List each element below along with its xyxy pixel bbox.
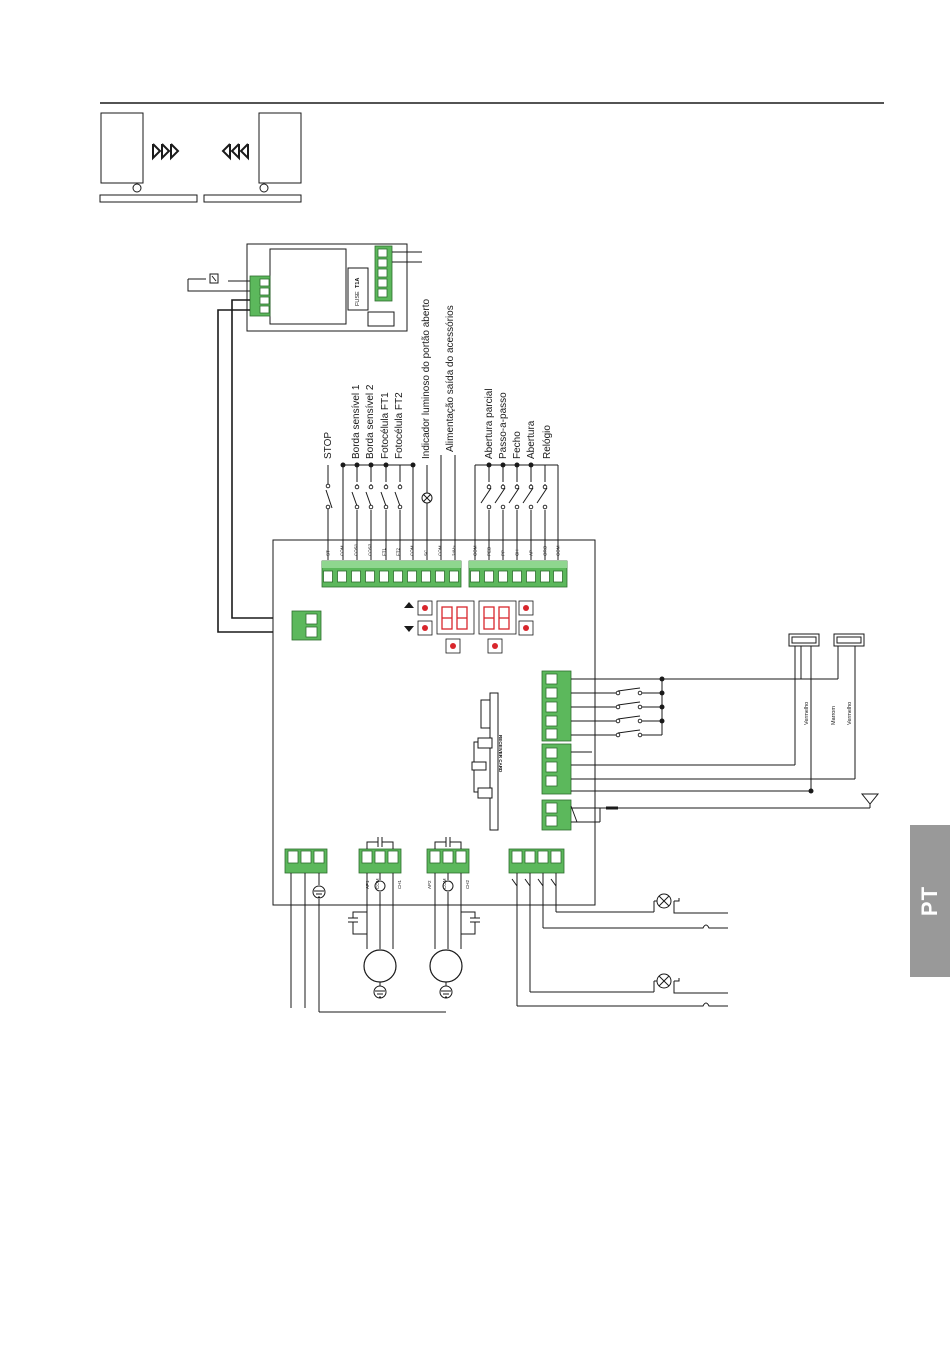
motor-terminal-label: COM	[442, 878, 447, 889]
terminal-cell	[498, 570, 508, 583]
motor-1-node	[374, 880, 386, 892]
receiver-card: RECEIVER CARD	[471, 692, 503, 831]
lamp-icon	[653, 973, 672, 992]
down-arrow-icon	[404, 626, 414, 632]
input-contacts	[327, 455, 559, 560]
motor-terminal-label: AP2	[427, 880, 432, 889]
lamp-icon	[653, 893, 672, 912]
power-board: FUSE T1A	[187, 243, 422, 332]
terminal-cell	[526, 570, 536, 583]
terminal-cell	[337, 570, 347, 583]
sliding-gates-icon	[99, 112, 302, 203]
terminal-cell	[553, 570, 563, 583]
receiver-label: RECEIVER CARD	[498, 735, 503, 773]
encoder-connector-2	[833, 633, 865, 647]
motor-terminal-label: CH1	[397, 880, 402, 889]
terminal-cell	[365, 570, 375, 583]
terminal-cell	[379, 570, 389, 583]
fuse-label: FUSE	[355, 291, 361, 306]
input-label: Passo-a-passo	[498, 392, 509, 459]
terminal-cell	[435, 570, 445, 583]
limit-switch-wiring	[571, 645, 870, 823]
transformer-output-terminal	[374, 245, 393, 302]
motor-icon	[363, 949, 397, 983]
terminal-cell	[351, 570, 361, 583]
lamp-icon	[421, 492, 433, 504]
motor-2-node	[442, 880, 454, 892]
antenna-cable	[570, 805, 618, 823]
input-label: Indicador luminoso do portão aberto	[421, 298, 432, 459]
terminal-label: 24V~	[452, 545, 457, 556]
input-label: Relógio	[542, 425, 553, 459]
encoder-connector-1	[788, 633, 820, 647]
terminal-label: FT2	[396, 548, 401, 556]
ground-icon	[373, 982, 387, 999]
terminal-cell	[393, 570, 403, 583]
wire-color-label: Marrom	[831, 706, 837, 725]
fuse-value: T1A	[355, 278, 361, 288]
ground-icon	[439, 982, 453, 999]
motor-2-wiring	[434, 873, 480, 949]
motor-terminal-label: AP1	[365, 880, 370, 889]
terminal-label: COM	[340, 545, 345, 556]
motor-1-wiring	[348, 873, 394, 949]
wire-color-label: Vermelho	[804, 702, 810, 725]
terminal-label: FT1	[382, 548, 387, 556]
mains-input-terminal	[249, 275, 271, 317]
board-power-input-terminal	[291, 610, 322, 641]
section-tab	[910, 825, 950, 977]
terminal-label: COM	[438, 545, 443, 556]
input-label: Fotocélula FT2	[394, 392, 405, 459]
control-board	[272, 539, 596, 906]
motor-terminal-label: CH2	[465, 880, 470, 889]
terminal-cell	[323, 570, 333, 583]
input-label: Abertura	[526, 420, 537, 459]
terminal-label: COM	[410, 545, 415, 556]
terminal-label: COS1	[354, 543, 359, 556]
wire-color-label: Vermelho	[847, 702, 853, 725]
terminal-label: SC	[424, 549, 429, 556]
ground-icon	[312, 885, 326, 899]
display-panel	[404, 600, 534, 654]
input-terminal-blocks	[321, 560, 568, 588]
switch-contacts	[615, 690, 643, 738]
up-arrow-icon	[404, 602, 414, 608]
limit-switch-terminals	[541, 670, 572, 831]
terminal-cell	[421, 570, 431, 583]
terminal-cell	[512, 570, 522, 583]
mains-plug-icon	[209, 273, 219, 284]
bottom-terminal-blocks	[284, 848, 565, 874]
contact-dots	[340, 462, 534, 468]
section-tab-text: PT	[917, 885, 942, 917]
input-label: STOP	[323, 432, 334, 459]
input-label: Borda sensível 1	[351, 384, 362, 459]
output-relay-wiring	[511, 873, 728, 1007]
terminal-cell	[484, 570, 494, 583]
input-label: Borda sensível 2	[365, 384, 376, 459]
terminal-cell	[407, 570, 417, 583]
switch-contact-dots	[659, 676, 814, 794]
motor-terminal-label: COM	[375, 878, 380, 889]
input-label: Abertura parcial	[484, 388, 495, 459]
input-label: Fotocélula FT1	[380, 392, 391, 459]
terminal-cell	[540, 570, 550, 583]
section-tab-label: PT	[910, 825, 950, 977]
input-label: Alimentação saída do acessórios	[445, 305, 456, 452]
terminal-cell	[470, 570, 480, 583]
antenna-icon	[860, 793, 880, 808]
terminal-cell	[449, 570, 459, 583]
terminal-label: COS2	[368, 543, 373, 556]
input-switches	[324, 482, 549, 512]
capacitor-icon	[366, 837, 462, 849]
input-label: Fecho	[512, 431, 523, 459]
motor-icon	[429, 949, 463, 983]
contact-terminals	[325, 483, 548, 510]
mains-feed	[290, 873, 446, 1013]
